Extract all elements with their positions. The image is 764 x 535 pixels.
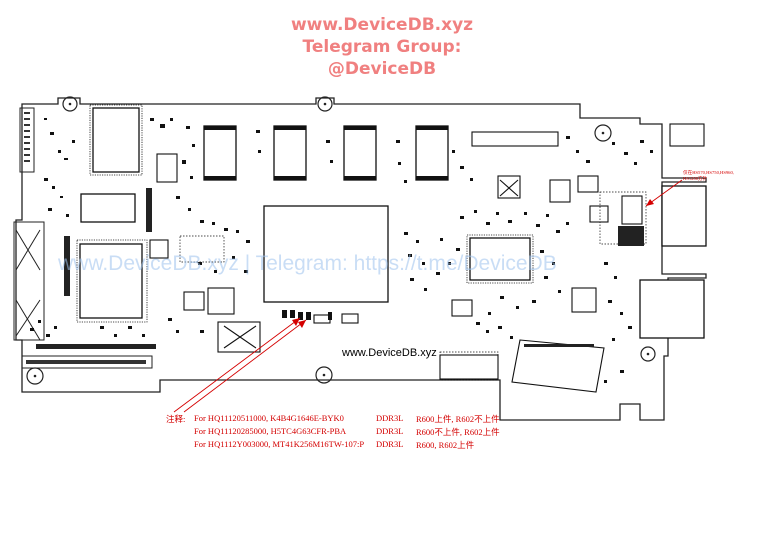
annotation-part-3: For HQ1112Y003000, MT41K256M16TW-107:P [194, 439, 365, 449]
memory-chip-marks [204, 126, 448, 180]
smd-parts [30, 118, 653, 383]
left-connector-pins [24, 112, 146, 364]
watermark-handle: @DeviceDB [327, 59, 437, 79]
side-annotation-line-2: HS1200方针 [683, 175, 708, 181]
board-site-label: www.DeviceDB.xyz [342, 347, 437, 359]
large-ics [79, 107, 707, 339]
watermark-banner: www.DeviceDB.xyz | Telegram: https://t.m… [58, 252, 557, 275]
watermark-group: Telegram Group: [302, 37, 462, 57]
side-annotation-line-1: 仅在HS570,HS750,HS960, [683, 170, 734, 175]
watermark-site: www.DeviceDB.xyz [290, 15, 474, 35]
annotation-config-1: R600上件, R602不上件 [416, 414, 500, 424]
annotation-type-2: DDR3L [376, 426, 404, 436]
annotation-config-2: R600不上件, R602上件 [416, 427, 500, 437]
annotation-part-2: For HQ11120285000, H5TC4G63CFR-PBA [194, 426, 347, 436]
side-annotation: 仅在HS570,HS750,HS960, HS1200方针 [683, 170, 734, 181]
ic-pin-rows [76, 104, 534, 323]
annotation-type-3: DDR3L [376, 439, 404, 449]
arrow-heads [292, 199, 654, 328]
left-connectors [13, 107, 153, 369]
annotation-part-1: For HQ11120511000, K4B4G1646E-BYK0 [194, 413, 344, 423]
annotation-type-1: DDR3L [376, 413, 404, 423]
connector-strips [36, 188, 644, 349]
annotation-prefix: 注释: [166, 414, 186, 424]
annotation-config-3: R600, R602上件 [416, 440, 475, 450]
